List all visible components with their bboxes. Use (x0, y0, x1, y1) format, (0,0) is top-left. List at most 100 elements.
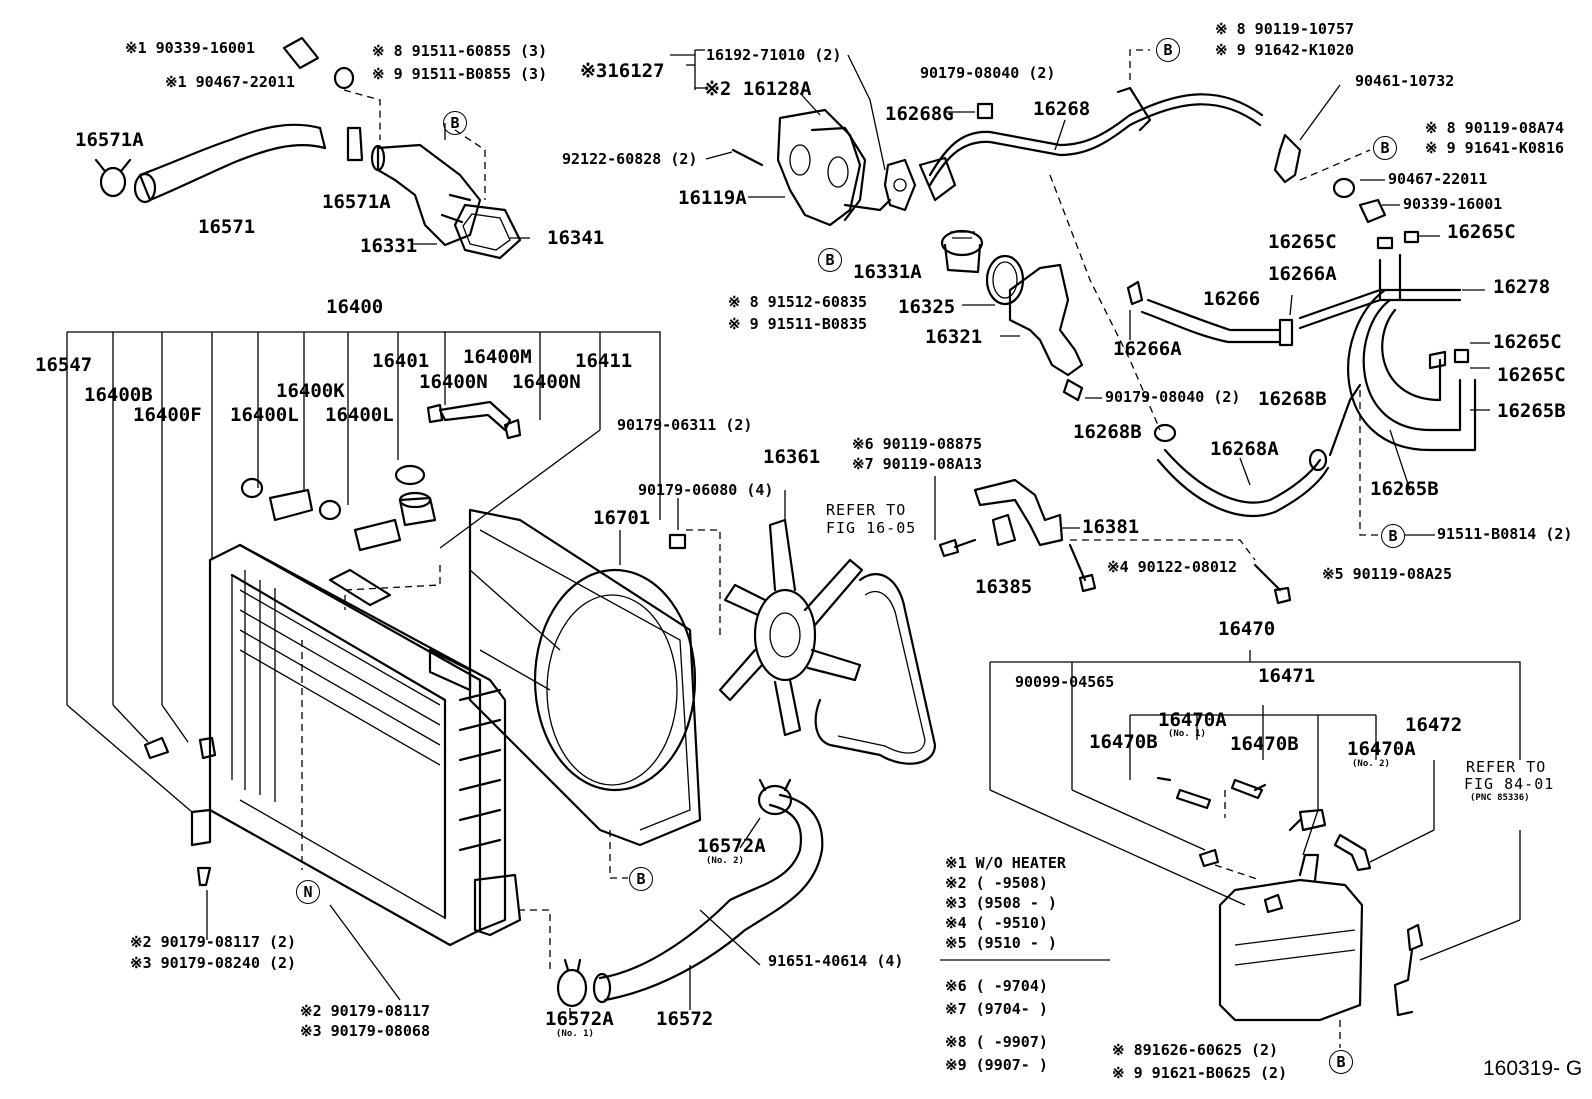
label-16268a: 16268A (1210, 438, 1279, 460)
label-16571: 16571 (198, 216, 256, 238)
label-16325: 16325 (898, 296, 956, 318)
clamp-16571a-left (94, 158, 132, 198)
label-16268b-left: 16268B (1073, 421, 1142, 443)
note-4: ※4 ( -9510) (945, 914, 1048, 932)
label-16265b-1: 16265B (1497, 400, 1566, 422)
bolt-90119-08875 (938, 538, 977, 558)
label-16701: 16701 (593, 507, 651, 529)
marker-b-1: B (443, 111, 467, 135)
bolt-90179-06080 (668, 533, 687, 550)
label-16400n-1: 16400N (419, 371, 488, 393)
hose-16265b (1347, 288, 1477, 452)
drain-cock-16400b (143, 736, 170, 760)
label-90119-08a13: ※7 90119-08A13 (852, 455, 982, 473)
cap-16471 (1288, 808, 1327, 832)
fan-16361 (718, 518, 864, 737)
label-90119-08875: ※6 90119-08875 (852, 435, 982, 453)
label-90179-08117-2: ※2 90179-08117 (2) (130, 933, 297, 951)
clamp-16572a-no2 (757, 778, 793, 816)
marker-b-7: B (1329, 1050, 1353, 1074)
label-91626-60625: ※ 891626-60625 (2) (1112, 1041, 1279, 1059)
label-16385: 16385 (975, 576, 1033, 598)
radiator-16400 (208, 543, 522, 947)
label-16331a: 16331A (853, 261, 922, 283)
label-16572: 16572 (656, 1008, 714, 1030)
note-7: ※7 (9704- ) (945, 1000, 1048, 1018)
label-90179-06311: 90179-06311 (2) (617, 416, 753, 434)
hose-16268a (1156, 448, 1330, 517)
bolt-90179-08040-top (976, 102, 994, 120)
note-2: ※2 ( -9508) (945, 874, 1048, 892)
clamp-90467-22011-right (1332, 177, 1356, 199)
clamp-90467-22011-top (333, 66, 355, 90)
plug-16400f (198, 736, 217, 760)
stud-92122-60828 (731, 148, 764, 167)
label-90179-06080: 90179-06080 (4) (638, 481, 774, 499)
label-90467-22011-top: ※1 90467-22011 (165, 73, 295, 91)
label-16268b-right: 16268B (1258, 388, 1327, 410)
hose-16400m (438, 400, 512, 432)
label-16470: 16470 (1218, 618, 1276, 640)
label-16572a-1-note: (No. 2) (706, 856, 744, 866)
label-92122-60828: 92122-60828 (2) (562, 150, 698, 168)
label-91511-60855: ※ 8 91511-60855 (3) (372, 42, 548, 60)
label-90122-08012: ※4 90122-08012 (1107, 558, 1237, 576)
hose-16572 (592, 793, 824, 1004)
label-16361: 16361 (763, 446, 821, 468)
label-16400: 16400 (326, 296, 384, 318)
label-16268g: 16268G (885, 103, 954, 125)
label-16400l-2: 16400L (325, 404, 394, 426)
label-16470a-1: 16470A (1158, 709, 1227, 731)
clamp-16571a-mid (346, 126, 364, 162)
label-16266a-top: 16266A (1268, 263, 1337, 285)
label-16470a-2: 16470A (1347, 738, 1416, 760)
water-outlet-16331 (370, 143, 482, 247)
hose-16266 (1140, 298, 1282, 344)
label-refer-to-fig-84-01-c: (PNC 85336) (1470, 793, 1530, 803)
hose-16400k (268, 488, 314, 522)
label-16400b: 16400B (84, 384, 153, 406)
label-90179-08040-mid: 90179-08040 (2) (1105, 388, 1241, 406)
water-inlet-16119a (776, 108, 892, 227)
drain-16547 (190, 808, 212, 887)
label-16192-71010: 16192-71010 (2) (706, 46, 842, 64)
note-9: ※9 (9907- ) (945, 1056, 1048, 1074)
label-16381: 16381 (1082, 516, 1140, 538)
clamp-16265c (1376, 230, 1470, 370)
marker-b-6: B (629, 867, 653, 891)
label-90119-08a25: ※5 90119-08A25 (1322, 565, 1452, 583)
clip-90461-10732 (1273, 133, 1302, 184)
label-90179-08240-2: ※3 90179-08240 (2) (130, 954, 297, 972)
bolt-90119-08a25 (1253, 563, 1292, 605)
label-16572a-2-note: (No. 1) (556, 1029, 594, 1039)
label-refer-to-fig-84-01-a: REFER TO (1466, 758, 1547, 776)
note-1: ※1 W/O HEATER (945, 854, 1066, 872)
label-16571a-mid: 16571A (322, 191, 391, 213)
marker-b-2: B (1156, 38, 1180, 62)
cap-90339-16001-right (1358, 198, 1387, 224)
label-16401: 16401 (372, 350, 430, 372)
label-16321: 16321 (925, 326, 983, 348)
label-16470b-1: 16470B (1089, 731, 1158, 753)
thermostat-16331a (940, 229, 984, 274)
shroud-16701 (468, 508, 702, 847)
label-91651-40614: 91651-40614 (4) (768, 952, 904, 970)
stay-16385 (991, 513, 1017, 547)
bracket-pipe (1116, 86, 1152, 132)
clamp-16400n (426, 403, 522, 440)
label-91512-60835: ※ 8 91512-60835 (728, 293, 867, 311)
inlet-16321 (1008, 263, 1084, 377)
gasket-16341 (453, 203, 522, 260)
label-16470a-2-note: (No. 2) (1352, 759, 1390, 769)
label-16471: 16471 (1258, 665, 1316, 687)
pipe-16268 (918, 93, 1264, 202)
note-8: ※8 ( -9907) (945, 1033, 1048, 1051)
label-16400f: 16400F (133, 404, 202, 426)
label-90461-10732: 90461-10732 (1355, 72, 1455, 90)
label-16400k: 16400K (276, 380, 345, 402)
label-16472: 16472 (1405, 714, 1463, 736)
label-90467-22011-right: 90467-22011 (1388, 170, 1488, 188)
bolt-90099-04565 (1198, 848, 1220, 868)
